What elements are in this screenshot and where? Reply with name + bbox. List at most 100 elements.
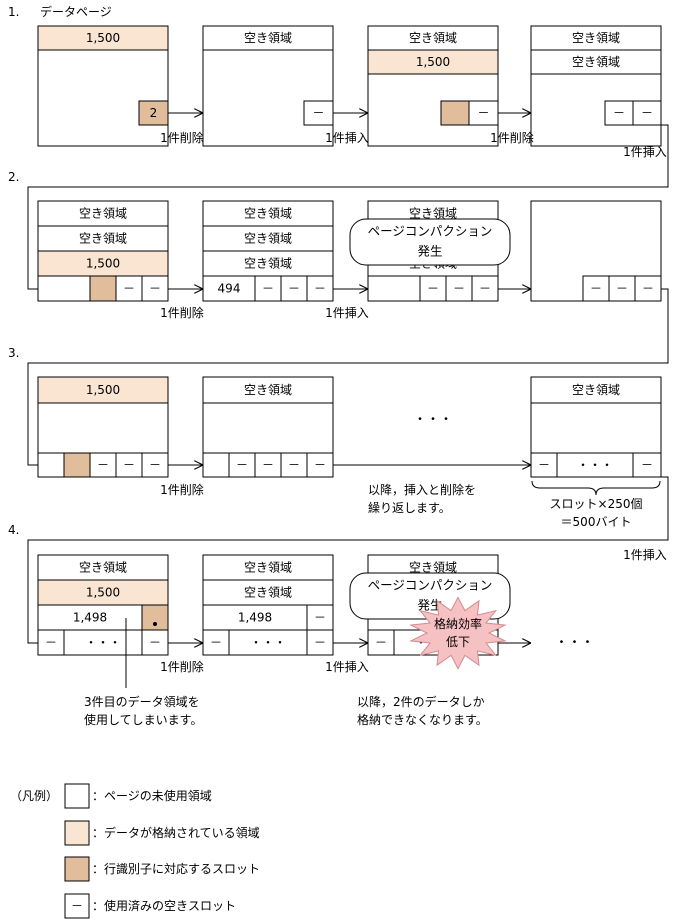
compaction-callout xyxy=(349,218,511,266)
slot-area xyxy=(202,452,230,478)
wrap-line xyxy=(27,124,669,290)
free-area xyxy=(202,579,334,606)
legend-label: ：データが格納されている領域 xyxy=(92,825,260,840)
slot-value: 2 xyxy=(150,106,158,120)
empty-slot-dash: － xyxy=(45,636,57,650)
free-area xyxy=(202,554,334,581)
empty-slot-dash: － xyxy=(123,282,135,296)
used-empty-slot xyxy=(254,275,282,302)
free-label: 空き領域 xyxy=(79,206,127,221)
op-label: 1件削除 xyxy=(160,130,204,145)
note-text: 使用してしまいます。 xyxy=(84,712,202,727)
slot-area xyxy=(37,452,65,478)
free-label: 空き領域 xyxy=(244,560,292,575)
used-empty-slot xyxy=(471,275,499,302)
row-id-slot xyxy=(202,275,256,302)
empty-slot-dash: － xyxy=(288,282,300,296)
used-empty-slot xyxy=(632,100,662,126)
row-id-slot xyxy=(138,100,169,126)
free-label: 空き領域 xyxy=(244,585,292,600)
empty-slot-dash: － xyxy=(641,106,653,120)
free-label: 空き領域 xyxy=(79,560,127,575)
empty-slot-dash: － xyxy=(262,282,274,296)
data-value: 1,500 xyxy=(416,55,450,69)
empty-slot-dash: － xyxy=(149,458,161,472)
op-label: 1件挿入 xyxy=(623,145,667,159)
free-area xyxy=(530,376,662,404)
empty-slot-dash: － xyxy=(314,282,326,296)
empty-slot-dash: － xyxy=(375,636,387,650)
empty-slot-dash: － xyxy=(590,282,602,296)
legend-title: （凡例） xyxy=(10,789,58,803)
data-value: 1,498 xyxy=(238,611,272,625)
used-empty-slot xyxy=(280,452,308,478)
note-text: スロット×250個 xyxy=(550,497,643,511)
empty-slot-dash: － xyxy=(314,458,326,472)
ellipsis: ・・・ xyxy=(577,458,613,472)
empty-slot-dash: － xyxy=(149,636,161,650)
section-title: データページ xyxy=(40,4,112,19)
used-empty-slot xyxy=(228,452,256,478)
free-label: 空き領域 xyxy=(572,382,620,397)
free-area xyxy=(202,25,334,51)
empty-slot-dash: － xyxy=(613,106,625,120)
free-label: 空き領域 xyxy=(572,30,620,45)
used-empty-slot xyxy=(632,452,662,478)
free-label: 空き領域 xyxy=(244,382,292,397)
data-area xyxy=(37,25,169,51)
burst-text: 格納効率 xyxy=(434,616,482,631)
free-label: 空き領域 xyxy=(572,54,620,69)
data-value: 1,500 xyxy=(86,257,120,271)
free-label: 空き領域 xyxy=(409,560,457,575)
slot-range xyxy=(63,629,143,656)
callout-text: 発生 xyxy=(417,244,442,259)
used-empty-slot xyxy=(634,275,662,302)
empty-slot-dash: － xyxy=(641,458,653,472)
op-label: 1件挿入 xyxy=(325,660,369,674)
empty-slot-dash: － xyxy=(236,458,248,472)
slot-brace xyxy=(531,480,661,496)
legend-label: ：ページの未使用領域 xyxy=(92,788,212,803)
free-label: 空き領域 xyxy=(409,206,457,221)
free-area xyxy=(37,225,169,252)
used-empty-slot xyxy=(115,452,143,478)
note-text: ＝500バイト xyxy=(561,515,632,529)
used-empty-slot xyxy=(89,452,117,478)
free-label: 空き領域 xyxy=(244,30,292,45)
empty-slot-dash: － xyxy=(427,282,439,296)
empty-slot-dash: － xyxy=(71,899,83,913)
legend-swatch xyxy=(64,856,90,882)
op-label: 1件挿入 xyxy=(325,131,369,145)
legend-swatch xyxy=(64,820,90,846)
callout-text: 発生 xyxy=(417,598,442,613)
empty-slot-dash: － xyxy=(479,282,491,296)
data-area xyxy=(37,250,169,277)
legend-swatch xyxy=(64,893,90,919)
free-label: 空き領域 xyxy=(244,256,292,271)
note-text: 以降，2件のデータしか xyxy=(357,694,485,709)
op-label: 1件削除 xyxy=(490,130,534,145)
empty-slot-dash: － xyxy=(312,106,324,120)
op-label: 1件削除 xyxy=(160,482,204,497)
free-area xyxy=(37,200,169,227)
empty-slot-dash: － xyxy=(538,458,550,472)
empty-slot-dash: － xyxy=(149,282,161,296)
note-text: 格納できなくなります。 xyxy=(357,712,488,727)
used-empty-slot xyxy=(303,100,334,126)
empty-slot-dash: － xyxy=(97,458,109,472)
row-id-slot xyxy=(89,275,117,302)
section-number: 4. xyxy=(8,523,19,537)
slot-range xyxy=(556,452,634,478)
ellipsis: ・・・ xyxy=(250,636,286,650)
slot-area xyxy=(37,275,91,302)
used-empty-slot xyxy=(419,275,447,302)
used-empty-slot xyxy=(530,452,558,478)
burst-text: 低下 xyxy=(446,635,470,649)
used-empty-slot xyxy=(306,275,334,302)
used-empty-slot xyxy=(582,275,610,302)
empty-slot-dash: － xyxy=(288,458,300,472)
op-label: 1件削除 xyxy=(160,659,204,674)
empty-slot-dash: － xyxy=(123,458,135,472)
used-empty-slot xyxy=(254,452,282,478)
used-empty-slot xyxy=(306,604,334,631)
